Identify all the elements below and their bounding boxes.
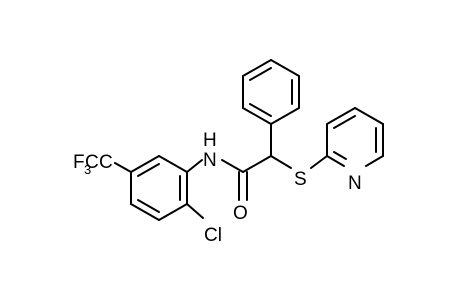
cf3-fluorine: F xyxy=(73,152,85,173)
bond-lines xyxy=(114,59,384,221)
chlorine-symbol: Cl xyxy=(204,225,222,246)
chlorine-label: Cl xyxy=(204,225,222,246)
amide-nitrogen-label: N xyxy=(203,150,217,171)
cf3-carbon-2: C xyxy=(99,152,113,173)
amide-hydrogen-label: H xyxy=(203,130,217,151)
cf3-carbon-1: C xyxy=(85,152,99,173)
carbonyl-oxygen-label: O xyxy=(233,203,248,224)
cf3-subscript: 3 xyxy=(84,162,91,177)
trifluoromethyl-label: F C 3 C xyxy=(73,152,113,177)
pyridine-nitrogen-label: N xyxy=(348,173,362,194)
thioether-sulfur-label: S xyxy=(294,169,307,190)
